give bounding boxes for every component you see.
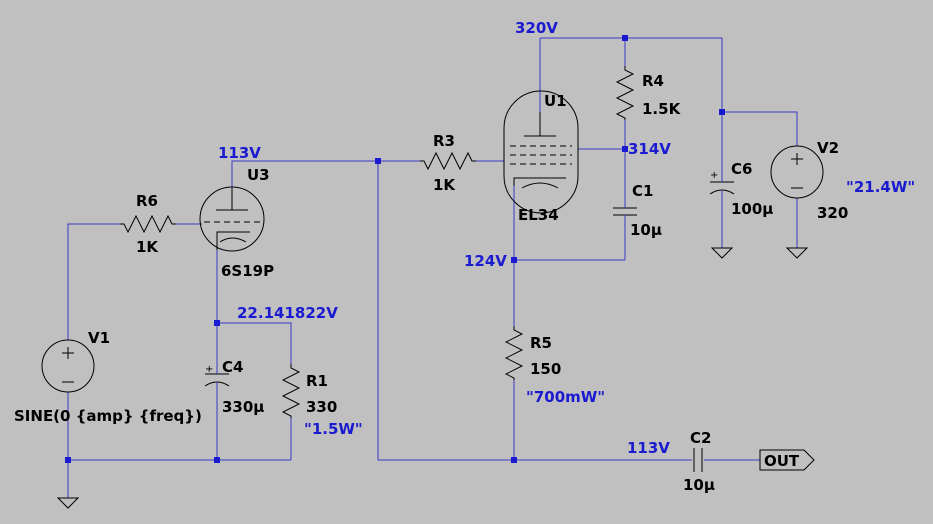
r5-value: 150 [530,360,561,378]
junctions [65,35,725,463]
resistor-r3[interactable] [420,151,476,171]
junction-dot [511,457,517,463]
resistor-r6[interactable] [120,214,176,234]
ground-icon [785,247,809,259]
c4-name: C4 [222,358,243,376]
resistor-r5[interactable] [504,326,524,380]
r5-power: "700mW" [526,388,605,406]
voltage-u1-screen: 314V [628,140,671,158]
capacitor-c2[interactable] [693,448,703,472]
r4-value: 1.5K [642,100,682,118]
junction-dot [214,457,220,463]
resistor-r1[interactable] [281,364,301,418]
v2-power: "21.4W" [846,178,915,196]
svg-text:+: + [205,364,213,375]
r3-value: 1K [433,176,456,194]
voltage-source-v2[interactable] [770,145,824,199]
r1-value: 330 [306,398,337,416]
c1-name: C1 [632,182,653,200]
c4-value: 330µ [222,398,264,416]
voltage-output: 113V [627,439,670,457]
v1-value: SINE(0 {amp} {freq}) [14,407,202,425]
r6-name: R6 [136,192,158,210]
voltage-supply: 320V [515,19,558,37]
junction-dot [622,146,628,152]
r5-name: R5 [530,334,552,352]
r6-value: 1K [136,238,159,256]
u3-value: 6S19P [221,262,274,280]
voltage-u3-plate: 113V [218,144,261,162]
voltage-u1-cathode: 124V [464,252,507,270]
capacitor-c4[interactable]: + [204,360,230,400]
junction-dot [719,109,725,115]
c2-value: 10µ [683,476,715,494]
voltage-u3-cathode: 22.141822V [237,304,338,322]
junction-dot [622,35,628,41]
r4-name: R4 [642,72,664,90]
c1-value: 10µ [630,221,662,239]
u3-name: U3 [247,166,270,184]
component-labels: R4 1.5K U1 EL34 C1 10µ C6 100µ V2 320 "2… [14,72,915,494]
v1-name: V1 [88,329,110,347]
junction-dot [375,158,381,164]
r3-name: R3 [433,132,455,150]
ground-icon [710,247,734,259]
tube-u1[interactable] [503,90,579,214]
u1-name: U1 [544,92,567,110]
c6-name: C6 [731,160,752,178]
output-port[interactable]: OUT [759,449,815,471]
r1-name: R1 [306,372,328,390]
junction-dot [214,320,220,326]
voltage-source-v1[interactable] [41,339,95,393]
c2-name: C2 [690,429,711,447]
u1-value: EL34 [518,206,559,224]
capacitor-c6[interactable]: + [709,170,735,198]
node-voltage-labels: 320V 113V 22.141822V 314V 124V 113V [218,19,671,457]
resistor-r4[interactable] [615,66,635,120]
junction-dot [65,457,71,463]
c6-value: 100µ [731,200,773,218]
tube-u3[interactable] [199,186,265,252]
v2-name: V2 [817,139,839,157]
capacitor-c1[interactable] [613,198,637,224]
junction-dot [511,257,517,263]
r1-power: "1.5W" [304,420,363,438]
wires [67,37,798,498]
v2-value: 320 [817,204,848,222]
ground-icon [56,497,80,509]
svg-text:+: + [710,170,718,181]
output-port-label: OUT [764,452,800,470]
